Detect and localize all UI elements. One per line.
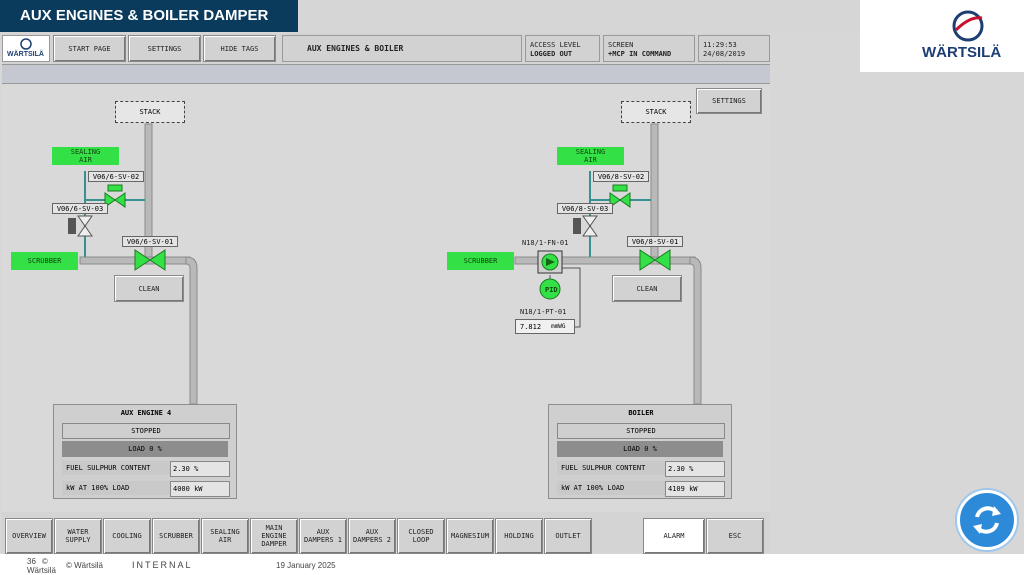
fan-n18: [537, 250, 563, 274]
fan-tag: N18/1-FN-01: [522, 239, 569, 247]
screen-title-box: AUX ENGINES & BOILER: [282, 35, 522, 62]
nav-outlet[interactable]: OUTLET: [544, 518, 592, 554]
boiler-kw-value: 4109 kW: [665, 481, 725, 497]
footer-date: 19 January 2025: [276, 561, 336, 570]
aux-engine-load: LOAD 0 %: [62, 441, 228, 457]
boiler-fuel-value: 2.30 %: [665, 461, 725, 477]
slide-title: AUX ENGINES & BOILER DAMPER: [0, 0, 306, 32]
boiler-box: BOILER STOPPED LOAD 0 % FUEL SULPHUR CON…: [548, 404, 732, 499]
footer-copyright: © Wärtsilä: [66, 561, 104, 570]
pt-value-box: 7.812 mmWG: [515, 319, 575, 334]
small-brand-name: WÄRTSILÄ: [7, 51, 44, 58]
pid-indicator: [539, 278, 561, 300]
nav-holding[interactable]: HOLDING: [495, 518, 543, 554]
refresh-icon: [973, 506, 1001, 534]
pt-unit: mmWG: [551, 323, 566, 330]
left-stack: STACK: [115, 101, 185, 123]
valve-left-sv01: [134, 249, 166, 271]
clock-time: 11:29:53: [703, 41, 737, 49]
left-valve-sv03-tag[interactable]: V06/6-SV-03: [52, 203, 108, 214]
aux-engine-fuel-value: 2.30 %: [170, 461, 230, 477]
boiler-title: BOILER: [628, 409, 654, 417]
boiler-status: STOPPED: [557, 423, 725, 439]
nav-cooling[interactable]: COOLING: [103, 518, 151, 554]
valve-right-sv02: [609, 184, 631, 208]
valve-right-sv01: [639, 249, 671, 271]
footer-copy-symbol: ©: [42, 557, 48, 566]
aux-engine-box: AUX ENGINE 4 STOPPED LOAD 0 % FUEL SULPH…: [53, 404, 237, 499]
pt-tag: N18/1-PT-01: [520, 308, 567, 316]
pt-value: 7.812: [520, 322, 542, 331]
hide-tags-button[interactable]: HIDE TAGS: [203, 35, 276, 62]
title-band: [298, 0, 868, 32]
brand-name: WÄRTSILÄ: [922, 44, 1002, 61]
slide-footer: 36 © Wärtsilä © Wärtsilä INTERNAL 19 Jan…: [0, 555, 1024, 575]
access-level-value: LOGGED OUT: [530, 50, 573, 58]
screen-box: SCREEN +MCP IN COMMAND: [603, 35, 695, 62]
footer-page: 36: [27, 557, 36, 566]
nav-scrubber[interactable]: SCRUBBER: [152, 518, 200, 554]
nav-alarm[interactable]: ALARM: [643, 518, 705, 554]
aux-engine-fuel-label: FUEL SULPHUR CONTENT: [62, 461, 172, 475]
brand-logo-area: WÄRTSILÄ: [860, 0, 1024, 72]
nav-esc[interactable]: ESC: [706, 518, 764, 554]
access-level-box: ACCESS LEVEL LOGGED OUT: [525, 35, 600, 62]
nav-main-engine-damper[interactable]: MAIN ENGINE DAMPER: [250, 518, 298, 554]
screen-title: AUX ENGINES & BOILER: [307, 44, 404, 53]
valve-right-sv03: [573, 215, 598, 237]
boiler-fuel-label: FUEL SULPHUR CONTENT: [557, 461, 667, 475]
pid-label[interactable]: PID: [545, 286, 558, 294]
nav-aux-dampers-2[interactable]: AUX DAMPERS 2: [348, 518, 396, 554]
right-valve-sv02-tag[interactable]: V06/8-SV-02: [593, 171, 649, 182]
footer-classification: INTERNAL: [132, 560, 193, 570]
nav-magnesium[interactable]: MAGNESIUM: [446, 518, 494, 554]
refresh-button[interactable]: [957, 490, 1017, 550]
small-logo-icon: [20, 38, 32, 50]
nav-overview[interactable]: OVERVIEW: [5, 518, 53, 554]
left-clean-button[interactable]: CLEAN: [114, 275, 184, 302]
aux-engine-status: STOPPED: [62, 423, 230, 439]
nav-sealing-air[interactable]: SEALING AIR: [201, 518, 249, 554]
footer-company: Wärtsilä: [27, 566, 56, 575]
aux-engine-kw-value: 4000 kW: [170, 481, 230, 497]
access-level-label: ACCESS LEVEL: [530, 41, 581, 49]
alarm-strip: [2, 64, 770, 84]
datetime-box: 11:29:53 24/08/2019: [698, 35, 770, 62]
aux-engine-kw-label: kW AT 100% LOAD: [62, 481, 172, 495]
nav-aux-dampers-1[interactable]: AUX DAMPERS 1: [299, 518, 347, 554]
screen-label: SCREEN: [608, 41, 634, 49]
nav-water-supply[interactable]: WATER SUPPLY: [54, 518, 102, 554]
right-valve-sv03-tag[interactable]: V06/8-SV-03: [557, 203, 613, 214]
right-clean-button[interactable]: CLEAN: [612, 275, 682, 302]
screen-value: +MCP IN COMMAND: [608, 50, 672, 58]
nav-closed-loop[interactable]: CLOSED LOOP: [397, 518, 445, 554]
boiler-load: LOAD 0 %: [557, 441, 723, 457]
right-settings-button[interactable]: SETTINGS: [696, 88, 762, 114]
right-valve-sv01-tag[interactable]: V06/8-SV-01: [627, 236, 683, 247]
start-page-button[interactable]: START PAGE: [53, 35, 126, 62]
left-scrubber[interactable]: SCRUBBER: [11, 252, 78, 270]
boiler-kw-label: kW AT 100% LOAD: [557, 481, 667, 495]
left-sealing-air[interactable]: SEALING AIR: [52, 147, 119, 165]
right-scrubber[interactable]: SCRUBBER: [447, 252, 514, 270]
hmi-logo-box: WÄRTSILÄ: [2, 35, 50, 62]
settings-button[interactable]: SETTINGS: [128, 35, 201, 62]
left-valve-sv01-tag[interactable]: V06/6-SV-01: [122, 236, 178, 247]
valve-left-sv03: [68, 215, 93, 237]
wartsila-logo-icon: [952, 10, 984, 42]
left-valve-sv02-tag[interactable]: V06/6-SV-02: [88, 171, 144, 182]
valve-left-sv02: [104, 184, 126, 208]
right-sealing-air[interactable]: SEALING AIR: [557, 147, 624, 165]
aux-engine-title: AUX ENGINE 4: [120, 409, 172, 417]
clock-date: 24/08/2019: [703, 50, 746, 58]
right-stack: STACK: [621, 101, 691, 123]
